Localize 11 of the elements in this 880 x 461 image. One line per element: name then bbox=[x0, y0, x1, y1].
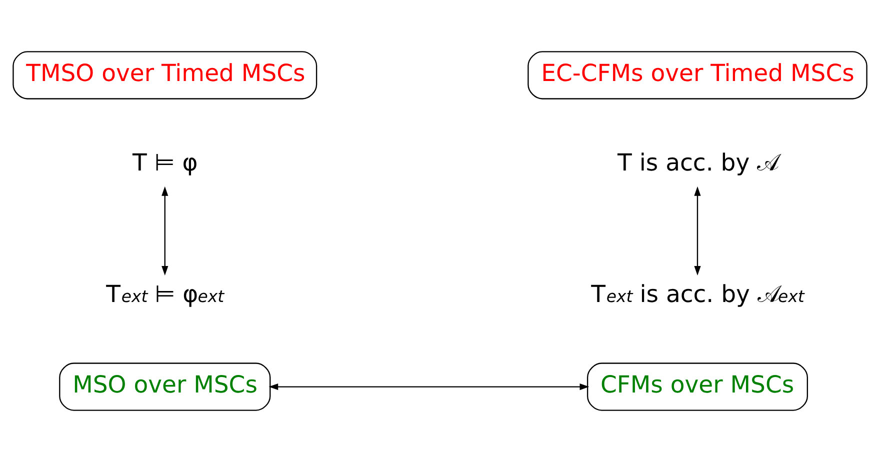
node-text: T ⊨ φ bbox=[132, 148, 198, 176]
arrow bbox=[694, 186, 701, 275]
node-text: Text ⊨ φext bbox=[106, 280, 224, 308]
node-box: MSO over MSCs bbox=[59, 362, 271, 410]
arrow bbox=[268, 382, 590, 390]
node-text: T is acc. by 𝒜 bbox=[618, 148, 780, 176]
node-box: EC-CFMs over Timed MSCs bbox=[528, 50, 868, 99]
node-text: Text is acc. by 𝒜ext bbox=[591, 280, 804, 308]
node-box: CFMs over MSCs bbox=[586, 362, 808, 410]
arrow bbox=[162, 186, 168, 275]
node-box: TMSO over Timed MSCs bbox=[12, 50, 318, 99]
